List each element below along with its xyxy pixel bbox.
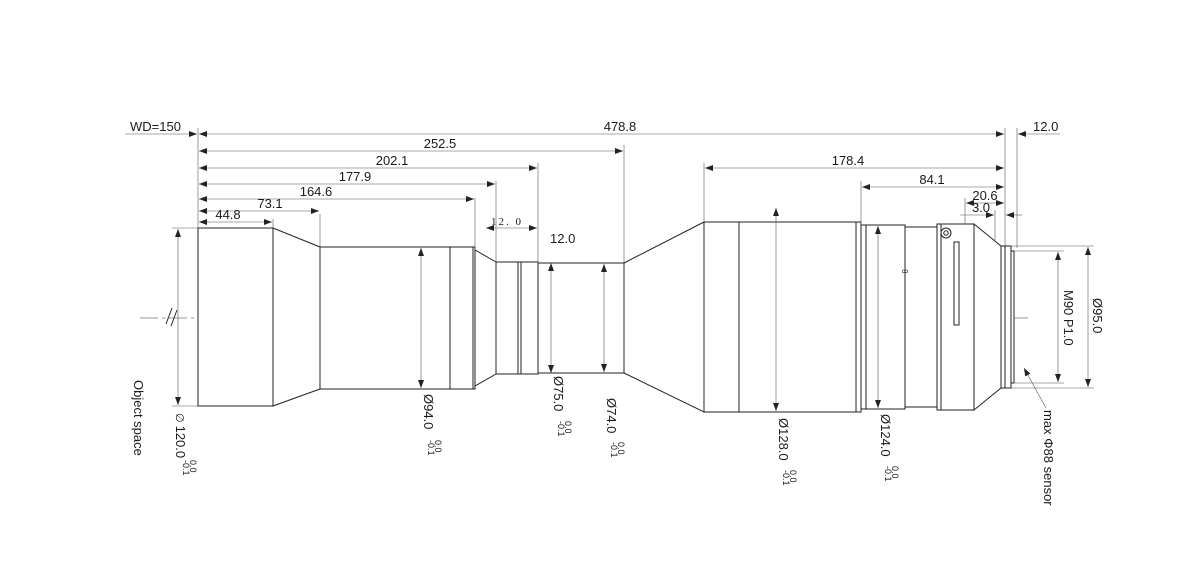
tol-128-upper: 0.0 — [788, 470, 798, 483]
dim-diameter-74: Ø74.0 — [604, 398, 619, 433]
dim-164: 164.6 — [300, 184, 333, 199]
mount-thread — [1010, 250, 1015, 384]
tol-94-upper: 0.0 — [433, 440, 443, 453]
rear-barrel — [703, 221, 862, 413]
mount-taper — [973, 222, 1002, 412]
neck-ring — [495, 261, 539, 375]
dim-73: 73.1 — [257, 196, 282, 211]
tol-74-upper: 0.0 — [616, 442, 626, 455]
mount-flange — [1000, 245, 1012, 389]
lock-ring — [936, 223, 975, 411]
sensor-callout: max Φ88 sensor — [1023, 367, 1056, 506]
working-distance-label: WD=150 — [130, 119, 181, 134]
object-space-label: Object space — [131, 380, 146, 456]
tol-124-upper: 0.0 — [890, 466, 900, 479]
dim-202: 202.1 — [376, 153, 409, 168]
front-taper — [272, 227, 321, 407]
dim-177: 177.9 — [339, 169, 372, 184]
tol-128-lower: -0.1 — [781, 470, 791, 486]
infinity-mark: ∞ — [902, 266, 908, 276]
tol-75-lower: -0.1 — [556, 421, 566, 437]
dim-12-mid: 12.0 — [550, 231, 575, 246]
dim-total-length: 478.8 — [604, 119, 637, 134]
dim-44: 44.8 — [215, 207, 240, 222]
dim-diameter-120: ∅120.0 — [173, 413, 188, 458]
dim-252: 252.5 — [424, 136, 457, 151]
mid-barrel — [319, 246, 476, 390]
tol-74-lower: -0.1 — [609, 442, 619, 458]
dim-diameter-75: Ø75.0 — [551, 376, 566, 411]
axis-break-icon — [165, 307, 178, 327]
focus-slot — [953, 241, 960, 326]
dim-12-neck: 12. 0 — [491, 216, 523, 228]
tol-120-lower: -0.1 — [181, 460, 191, 476]
length-dimensions: WD=150 478.8 12.0 252.5 202.1 177.9 164.… — [125, 119, 1060, 263]
focus-ring — [904, 226, 938, 408]
screw-icon — [940, 227, 952, 239]
rear-taper — [623, 221, 705, 413]
tol-124-lower: -0.1 — [883, 466, 893, 482]
neck-step — [474, 249, 497, 387]
dim-84: 84.1 — [919, 172, 944, 187]
tol-120-upper: 0.0 — [188, 460, 198, 473]
dim-diameter-94: Ø94.0 — [421, 394, 436, 429]
dim-12-right: 12.0 — [1033, 119, 1058, 134]
dim-20: 20.6 — [972, 188, 997, 203]
sensor-label: max Φ88 sensor — [1041, 410, 1056, 506]
dim-178: 178.4 — [832, 153, 865, 168]
tol-94-lower: -0.1 — [426, 440, 436, 456]
tol-75-upper: 0.0 — [563, 421, 573, 434]
dim-diameter-128: Ø128.0 — [776, 418, 791, 461]
dim-diameter-95: Ø95.0 — [1090, 298, 1105, 333]
focus-section — [860, 224, 906, 410]
dim-diameter-124: Ø124.0 — [878, 414, 893, 457]
lens-body: ∞ — [197, 221, 1015, 413]
thread-spec-label: M90 P1.0 — [1061, 290, 1076, 346]
dim-3: 3.0 — [972, 200, 990, 215]
front-barrel — [197, 227, 274, 407]
diameter-dimensions: ∅120.0 0.0 -0.1 Ø94.0 0.0 -0.1 Ø75.0 0.0… — [172, 208, 1105, 486]
